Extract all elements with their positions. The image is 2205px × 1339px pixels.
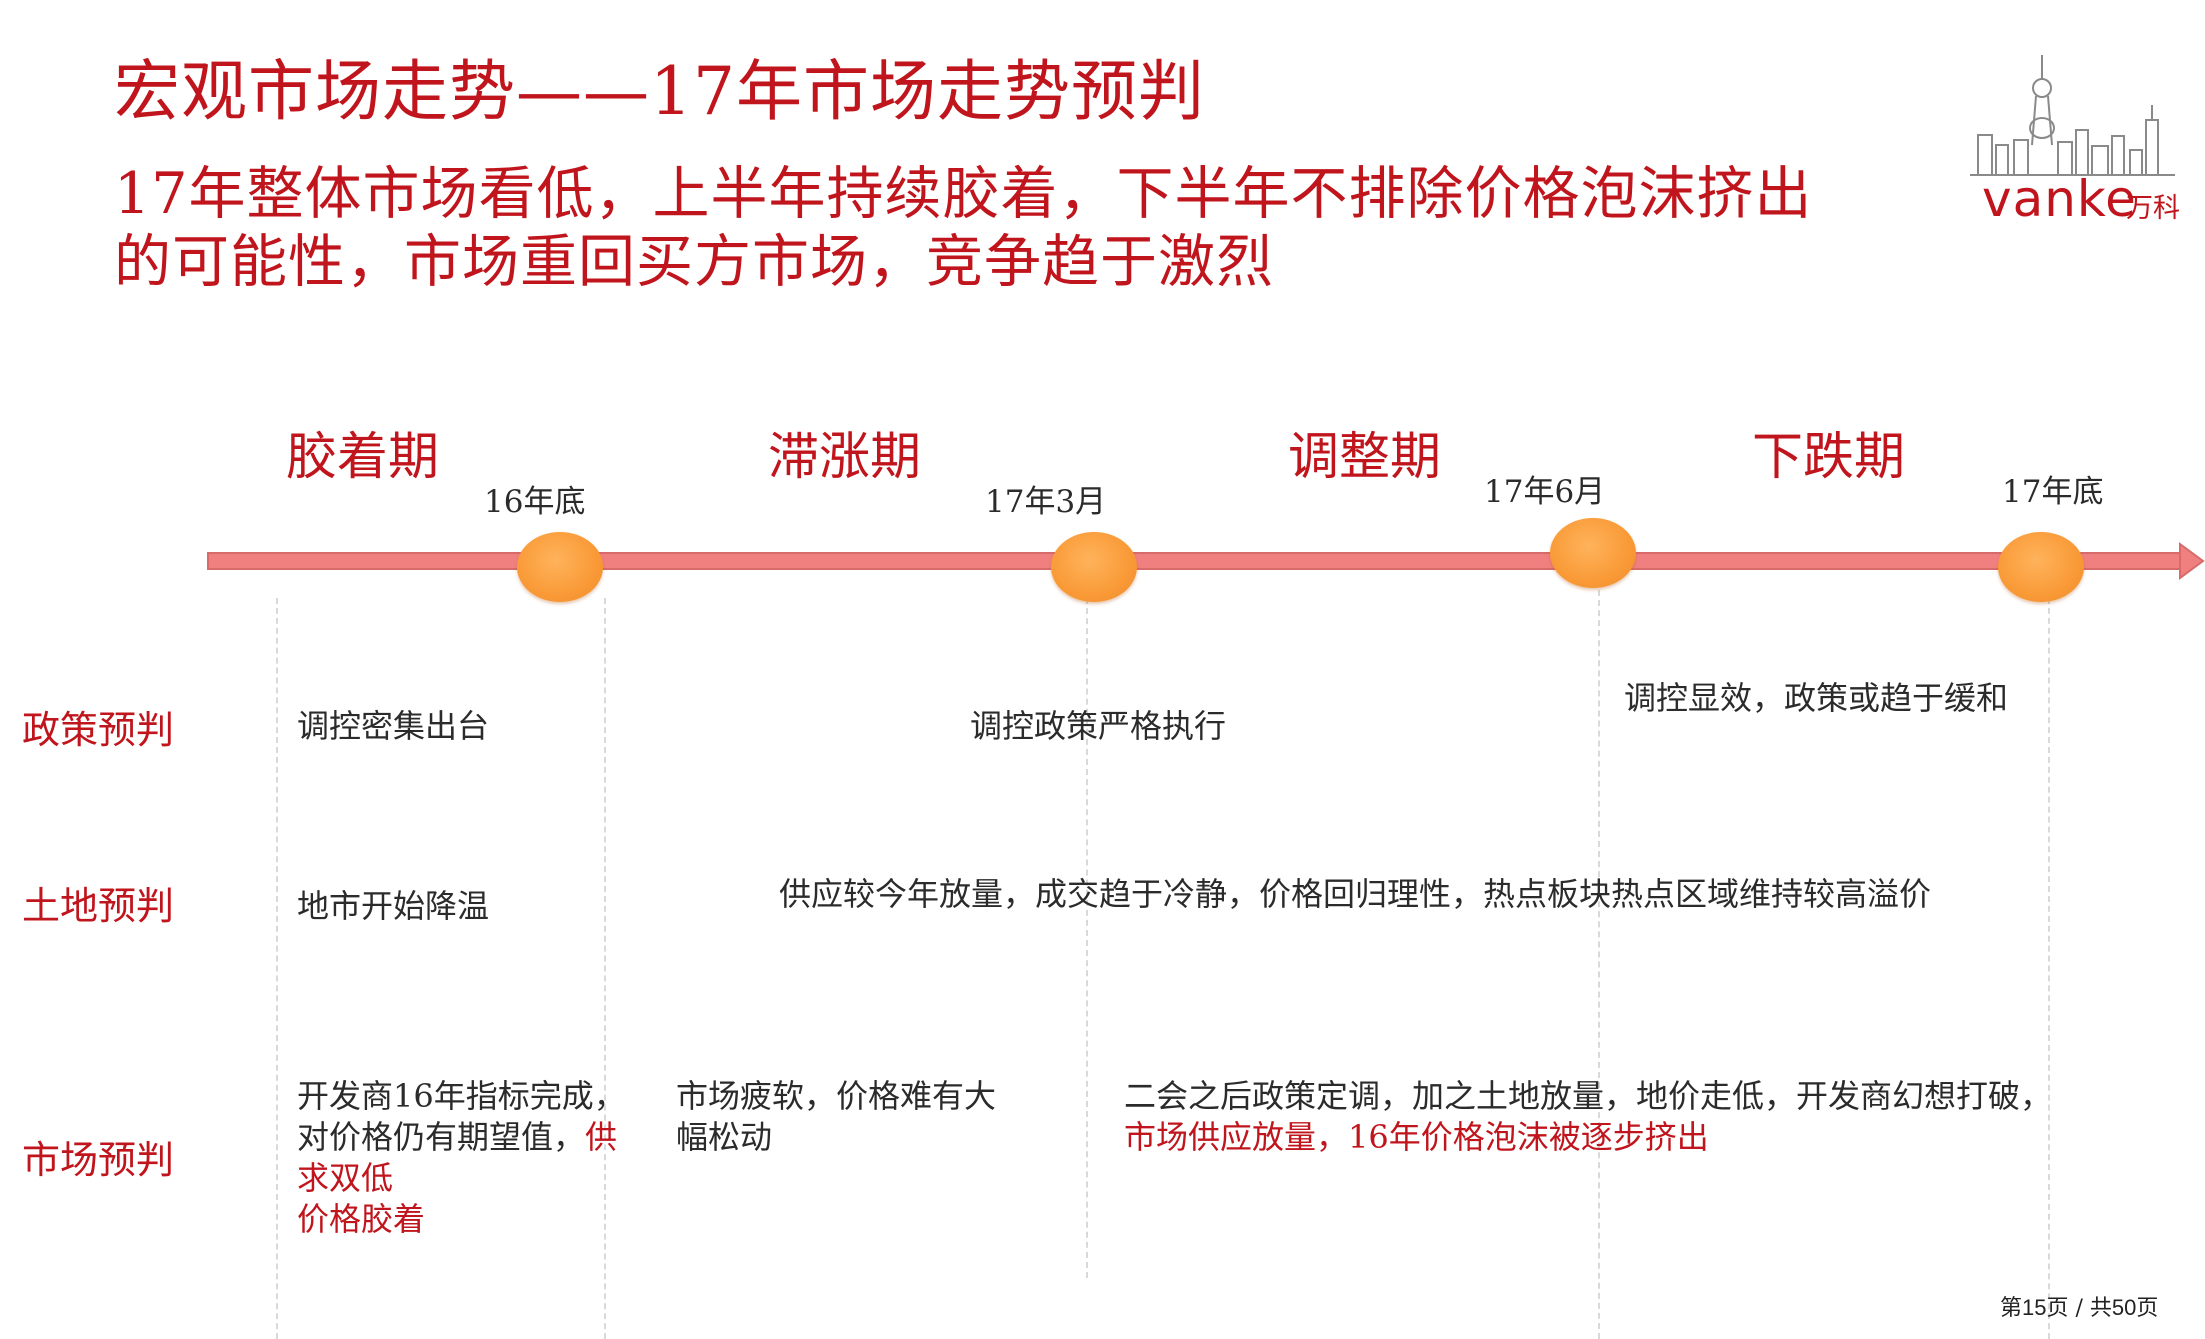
page-number-prefix: 第 bbox=[2000, 1296, 2023, 1321]
market-cell-3: 二会之后政策定调，加之土地放量，地价走低，开发商幻想打破， 市场供应放量，16年… bbox=[1124, 1076, 2052, 1158]
page-number-total: 50 bbox=[2111, 1295, 2137, 1320]
page-number: 第15页 / 共50页 bbox=[2000, 1290, 2158, 1322]
market-cell-2-line2: 幅松动 bbox=[676, 1118, 773, 1156]
page-number-mid: 页 / 共 bbox=[2046, 1296, 2112, 1321]
milestone-node-4 bbox=[1998, 532, 2084, 602]
market-cell-1: 开发商16年指标完成， 对价格仍有期望值，供 求双低 价格胶着 bbox=[297, 1076, 626, 1240]
market-cell-1-line1: 开发商16年指标完成， bbox=[297, 1077, 626, 1115]
market-cell-2: 市场疲软，价格难有大 幅松动 bbox=[676, 1076, 996, 1158]
vanke-skyline-logo bbox=[1970, 55, 2175, 176]
policy-cell-3: 调控显效，政策或趋于缓和 bbox=[1624, 679, 2009, 717]
page-number-suffix: 页 bbox=[2136, 1296, 2159, 1321]
timeline-arrow bbox=[207, 542, 2205, 580]
milestone-label-4: 17年底 bbox=[2002, 474, 2104, 510]
guide-line-2 bbox=[604, 598, 606, 1339]
milestone-node-3 bbox=[1550, 518, 1636, 588]
guide-line-5 bbox=[2048, 598, 2050, 1339]
land-cell-1: 地市开始降温 bbox=[297, 887, 490, 925]
guide-line-4 bbox=[1598, 590, 1600, 1339]
vanke-logo-text: vanke bbox=[1982, 170, 2137, 228]
milestone-label-2: 17年3月 bbox=[985, 484, 1107, 520]
market-cell-1-line2: 对价格仍有期望值， bbox=[297, 1118, 586, 1156]
page-number-current: 15 bbox=[2022, 1295, 2047, 1320]
phase-label-3: 调整期 bbox=[1288, 428, 1442, 487]
market-cell-3-line2: 市场供应放量，16年价格泡沫被逐步挤出 bbox=[1124, 1118, 1709, 1156]
phase-label-2: 滞涨期 bbox=[768, 428, 922, 487]
page-title: 宏观市场走势——17年市场走势预判 bbox=[114, 53, 1205, 130]
land-cell-2: 供应较今年放量，成交趋于冷静，价格回归理性，热点板块热点区域维持较高溢价 bbox=[779, 875, 1932, 913]
row-label-land: 土地预判 bbox=[22, 884, 175, 928]
row-label-policy: 政策预判 bbox=[22, 708, 175, 752]
milestone-label-1: 16年底 bbox=[484, 484, 586, 520]
policy-cell-1: 调控密集出台 bbox=[297, 707, 490, 745]
phase-label-1: 胶着期 bbox=[286, 428, 440, 487]
market-cell-1-line4: 价格胶着 bbox=[297, 1200, 426, 1238]
guide-line-3 bbox=[1086, 598, 1088, 1278]
milestone-label-3: 17年6月 bbox=[1484, 474, 1606, 510]
vanke-logo-cn: 万科 bbox=[2126, 193, 2180, 224]
milestone-node-2 bbox=[1051, 532, 1137, 602]
row-label-market: 市场预判 bbox=[22, 1138, 175, 1182]
policy-cell-2: 调控政策严格执行 bbox=[970, 707, 1227, 745]
market-cell-2-line1: 市场疲软，价格难有大 bbox=[676, 1077, 997, 1115]
market-cell-1-line2-highlight: 供 bbox=[585, 1118, 618, 1156]
phase-label-4: 下跌期 bbox=[1752, 428, 1906, 487]
page-subtitle: 17年整体市场看低，上半年持续胶着，下半年不排除价格泡沫挤出的可能性，市场重回买… bbox=[114, 161, 1813, 295]
market-cell-1-line3: 求双低 bbox=[297, 1159, 394, 1197]
market-cell-3-line1: 二会之后政策定调，加之土地放量，地价走低，开发商幻想打破， bbox=[1124, 1077, 2053, 1115]
milestone-node-1 bbox=[517, 532, 603, 602]
guide-line-1 bbox=[276, 598, 278, 1339]
